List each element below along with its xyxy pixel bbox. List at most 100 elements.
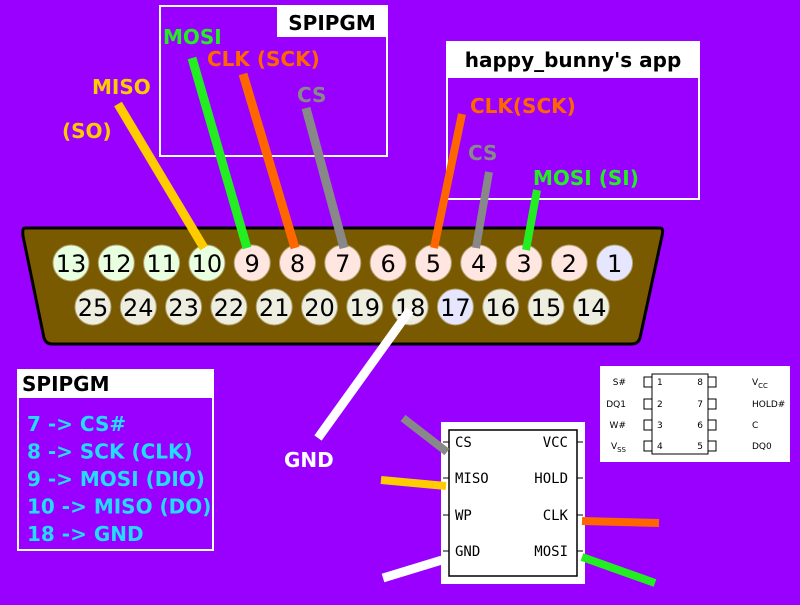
- pin-19-label: 19: [350, 294, 381, 322]
- pin-22: [210, 288, 248, 326]
- wire-app-cs: [472, 171, 493, 249]
- legend-line: 7 -> CS#: [27, 412, 126, 436]
- flash-chip-body: [448, 429, 578, 577]
- wire-mosi: [187, 56, 252, 250]
- pin-2: [550, 244, 588, 282]
- label-miso: MISO: [92, 75, 151, 99]
- pin-14: [572, 288, 610, 326]
- legend-title-bg: [17, 369, 214, 398]
- ic-pin-right: [707, 398, 717, 410]
- chip-pin-label: GND: [455, 544, 480, 560]
- chip-pin-label: WP: [455, 508, 472, 524]
- ic-pin-number: 4: [657, 442, 663, 452]
- ic-pin-number: 7: [697, 400, 703, 410]
- ic-pin-number: 8: [697, 378, 703, 388]
- pin-15-label: 15: [531, 294, 562, 322]
- pin-3-label: 3: [516, 250, 531, 278]
- pin-20: [301, 288, 338, 326]
- ic-pin-right: [707, 376, 717, 388]
- pin-24-label: 24: [123, 294, 154, 322]
- pin-16-label: 16: [485, 294, 516, 322]
- pin-19: [346, 288, 384, 326]
- pin-17: [436, 288, 474, 326]
- spipgm-title-bg: [277, 5, 388, 37]
- ic-pin-name: VCC: [752, 378, 768, 390]
- pin-7-label: 7: [335, 250, 350, 278]
- chip-wire-gnd: [381, 555, 444, 583]
- pin-11: [143, 244, 181, 282]
- ic-pin-left: [643, 376, 653, 388]
- pin-14-label: 14: [576, 294, 607, 322]
- pin-17-label: 17: [440, 294, 471, 322]
- pin-8-label: 8: [290, 250, 305, 278]
- ic-pin-name: DQ1: [606, 400, 626, 410]
- chip-pin-label: CLK: [543, 508, 569, 524]
- spipgm-title: SPIPGM: [288, 11, 375, 35]
- pin-25: [74, 288, 112, 326]
- ic-pin-name: HOLD#: [752, 400, 785, 410]
- wire-gnd: [314, 307, 414, 441]
- pin-11-label: 11: [146, 250, 177, 278]
- ic-pin-name: C: [752, 421, 758, 431]
- pin-10-label: 10: [192, 250, 223, 278]
- ic-pin-name: DQ0: [752, 442, 772, 452]
- label-app-mosi: MOSI (SI): [533, 166, 639, 190]
- ic-pin-number: 5: [697, 442, 703, 452]
- pin-9: [233, 244, 271, 282]
- pin-1-label: 1: [607, 250, 622, 278]
- chip-pin-label: VCC: [543, 435, 568, 451]
- wire-app-clk: [430, 113, 466, 249]
- chip-pin-label: MISO: [455, 471, 489, 487]
- label-mosi: MOSI: [163, 25, 222, 49]
- pin-2-label: 2: [562, 250, 577, 278]
- label-app-clk: CLK(SCK): [470, 94, 576, 118]
- pin-16: [482, 288, 520, 326]
- pin-6-label: 6: [380, 250, 395, 278]
- wire-miso: [114, 101, 208, 251]
- pin-21-label: 21: [259, 294, 290, 322]
- ic-pin-number: 6: [697, 421, 703, 431]
- pin-9-label: 9: [245, 250, 260, 278]
- wire-cs: [301, 106, 349, 250]
- pin-23: [165, 288, 203, 326]
- pin-13: [52, 244, 90, 282]
- pin-23-label: 23: [168, 294, 199, 322]
- ic-pin-number: 2: [657, 400, 663, 410]
- pin-21: [255, 288, 293, 326]
- ic-pinout-panel: [600, 366, 790, 462]
- ic-pin-name: W#: [610, 421, 626, 431]
- ic-body: [651, 373, 709, 455]
- legend-line: 9 -> MOSI (DIO): [27, 467, 205, 491]
- chip-pin-label: MOSI: [534, 544, 568, 560]
- label-so: (SO): [62, 119, 112, 143]
- pin-22-label: 22: [214, 294, 245, 322]
- chip-pin-label: CS: [455, 435, 472, 451]
- pin-5-label: 5: [426, 250, 441, 278]
- ic-pin-left: [643, 440, 653, 452]
- ic-pin-number: 1: [657, 378, 663, 388]
- chip-wire-mosi: [580, 553, 657, 587]
- pin-12: [97, 244, 135, 282]
- wire-clk: [238, 72, 300, 250]
- pin-13-label: 13: [56, 250, 87, 278]
- label-app-cs: CS: [468, 141, 497, 165]
- legend-line: 10 -> MISO (DO): [27, 495, 211, 519]
- pin-4-label: 4: [471, 250, 486, 278]
- ic-pin-name: VSS: [611, 442, 627, 454]
- chip-wire-cs: [400, 414, 450, 456]
- pin-15: [527, 288, 565, 326]
- chip-pin-label: HOLD: [534, 471, 568, 487]
- ic-pin-left: [643, 398, 653, 410]
- label-clk-sck: CLK (SCK): [207, 47, 320, 71]
- pin-24: [119, 288, 157, 326]
- pin-20-label: 20: [304, 294, 335, 322]
- pin-12-label: 12: [101, 250, 132, 278]
- spipgm-box: [159, 5, 388, 157]
- ic-pin-name: S#: [613, 378, 626, 388]
- label-cs: CS: [297, 83, 326, 107]
- ic-pin-left: [643, 419, 653, 431]
- legend-line: 8 -> SCK (CLK): [27, 440, 193, 464]
